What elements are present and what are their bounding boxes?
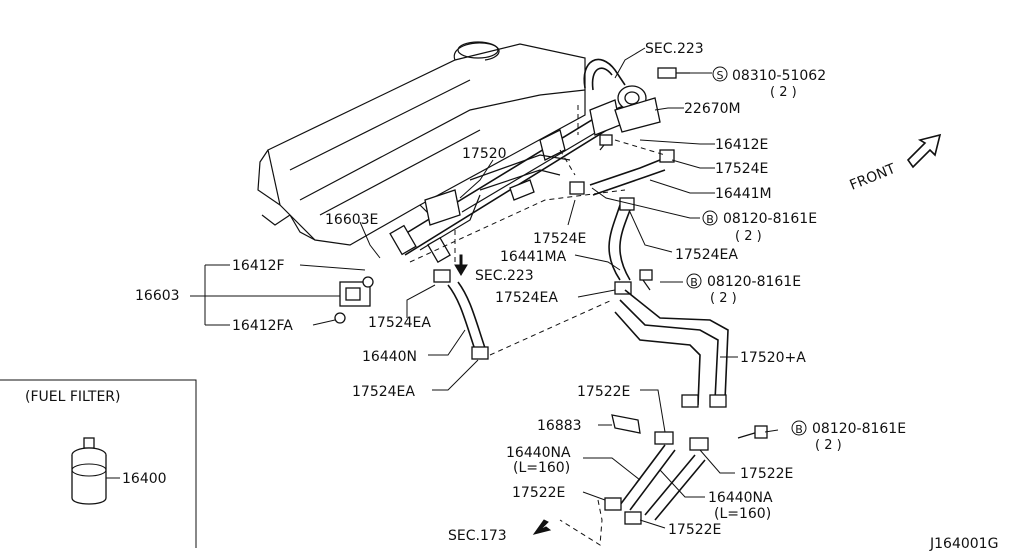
label-17524e-top: 17524E <box>715 161 768 177</box>
label-17524e-mid: 17524E <box>533 231 586 247</box>
label-16412fa: 16412FA <box>232 318 293 334</box>
label-16441ma: 16441MA <box>500 249 567 265</box>
down-left-arrow-icon <box>532 519 552 535</box>
label-17522e-left: 17522E <box>512 485 565 501</box>
label-22670m: 22670M <box>684 101 741 117</box>
label-16412f: 16412F <box>232 258 285 274</box>
bolt-quantity: ( 2 ) <box>770 85 797 100</box>
bolt-callout-3: B 08120-8161E ( 2 ) <box>686 273 801 306</box>
fuel-filter-inset: (FUEL FILTER) 16400 <box>0 379 197 548</box>
b-marker-icon <box>791 420 807 436</box>
label-l160-left: (L=160) <box>513 460 570 476</box>
bolt-part-number: 08120-8161E <box>723 211 817 227</box>
label-17524ea-mid: 17524EA <box>495 290 558 306</box>
label-16603: 16603 <box>135 288 180 304</box>
b-marker-icon <box>686 273 702 289</box>
front-direction-label: FRONT <box>848 161 899 194</box>
label-16883: 16883 <box>537 418 582 434</box>
label-17524ea-low: 17524EA <box>352 384 415 400</box>
dashed-connectors <box>409 105 666 546</box>
bolt-part-number: 08120-8161E <box>707 274 801 290</box>
bolt-callout-2: B 08120-8161E ( 2 ) <box>702 210 817 244</box>
label-16440na-right: 16440NA <box>708 490 773 506</box>
callout-labels: SEC.223 22670M 16412E 17524E 16441M 1752… <box>135 41 898 544</box>
bolt-part-number: 08310-51062 <box>732 68 826 84</box>
section-ref-173: SEC.173 <box>448 528 507 544</box>
label-l160-right: (L=160) <box>714 506 771 522</box>
b-marker-icon <box>702 210 718 226</box>
fuel-rail-assembly <box>389 99 649 264</box>
bolt-callout-1: S 08310-51062 ( 2 ) <box>712 66 826 100</box>
bolt-callout-4: B 08120-8161E ( 2 ) <box>791 420 906 453</box>
front-arrow-icon <box>906 133 942 169</box>
section-ref-223-mid: SEC.223 <box>475 268 534 284</box>
bolt-prefix: B <box>690 276 698 289</box>
label-16603e: 16603E <box>325 212 378 228</box>
fuel-filter-icon <box>71 437 107 505</box>
label-17522e-bottom: 17522E <box>668 522 721 538</box>
label-17524ea-left: 17524EA <box>368 315 431 331</box>
bolt-prefix: B <box>795 423 803 436</box>
label-16440n: 16440N <box>362 349 417 365</box>
label-16440na-left: 16440NA <box>506 445 571 461</box>
hose-16441m <box>509 149 675 201</box>
figure-id: J164001G <box>929 536 998 552</box>
bolt-quantity: ( 2 ) <box>735 229 762 244</box>
fuel-filter-title: (FUEL FILTER) <box>25 389 121 405</box>
bolt-part-number: 08120-8161E <box>812 421 906 437</box>
bolt-prefix: S <box>717 69 724 82</box>
arrow-icons <box>454 133 942 535</box>
label-16400: 16400 <box>122 471 167 487</box>
hose-16440n <box>433 269 489 360</box>
label-17522e-right: 17522E <box>740 466 793 482</box>
hoses-16440na <box>604 414 709 525</box>
pressure-regulator <box>583 58 690 133</box>
leader-lines <box>190 47 779 529</box>
fuel-injector-16603 <box>334 276 374 324</box>
label-17520a: 17520+A <box>740 350 806 366</box>
down-arrow-icon <box>454 254 468 276</box>
label-16412e: 16412E <box>715 137 768 153</box>
section-ref-223-top: SEC.223 <box>645 41 704 57</box>
label-17520: 17520 <box>462 146 507 162</box>
bolt-quantity: ( 2 ) <box>815 438 842 453</box>
label-17524ea-right: 17524EA <box>675 247 738 263</box>
label-17522e-top: 17522E <box>577 384 630 400</box>
engine-cover-drawing <box>257 41 586 246</box>
bolt-quantity: ( 2 ) <box>710 291 737 306</box>
bolt-prefix: B <box>706 213 714 226</box>
s-marker-icon <box>712 66 728 82</box>
fuel-tubes-17520a <box>614 289 729 408</box>
label-16441m: 16441M <box>715 186 772 202</box>
